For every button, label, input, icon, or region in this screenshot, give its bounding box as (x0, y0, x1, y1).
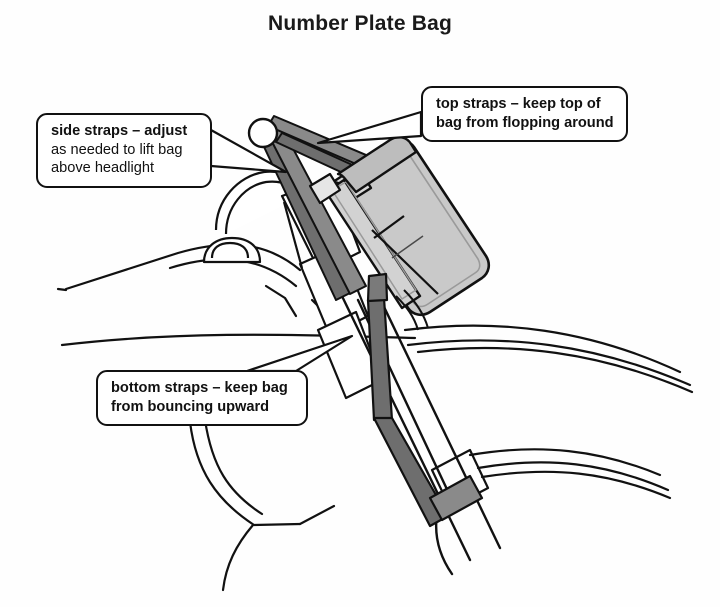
bag (308, 136, 491, 317)
callout-top-line-2: bag from flopping around (436, 114, 614, 131)
callout-side-straps: side straps – adjust as needed to lift b… (36, 113, 212, 189)
callout-bottom-line-1: bottom straps – keep bag (111, 380, 288, 396)
page-title: Number Plate Bag (267, 12, 453, 35)
front-fender (56, 243, 417, 592)
bracket-knob (247, 117, 279, 149)
callout-top-line-1: top straps – keep top of (436, 96, 601, 112)
callout-side-line-2: as needed to lift bag (51, 141, 183, 158)
callout-bottom-line-2: from bouncing upward (111, 398, 270, 415)
callout-side-line-3: above headlight (51, 160, 155, 177)
front-wheel (403, 324, 694, 500)
bottom-straps (366, 272, 484, 528)
callout-side-line-1: side straps – adjust (51, 123, 188, 139)
callout-bottom-straps: bottom straps – keep bag from bouncing u… (96, 370, 308, 427)
bag-mount-detail (395, 289, 429, 331)
callout-top-straps: top straps – keep top of bag from floppi… (421, 86, 628, 143)
